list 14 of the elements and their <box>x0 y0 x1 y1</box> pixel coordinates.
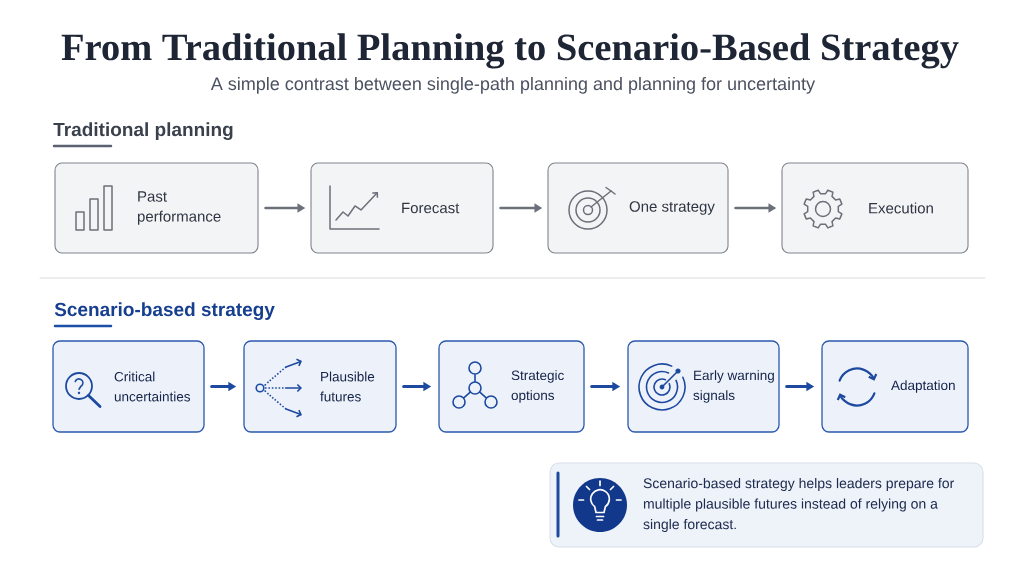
process-box: Forecast <box>310 162 494 254</box>
section-heading: Scenario-based strategy <box>54 302 275 321</box>
subtitle: A simple contrast between single-path planning and planning for uncertainty <box>210 76 816 94</box>
process-box: Past performance <box>54 162 259 254</box>
process-box: Plausible futures <box>243 340 397 433</box>
process-box: Critical uncertainties <box>52 340 205 433</box>
process-box: One strategy <box>547 162 729 254</box>
process-box: Execution <box>781 162 969 254</box>
process-box: Early warning signals <box>627 340 780 433</box>
process-box: Adaptation <box>821 340 969 433</box>
callout-box: Scenario-based strategy helps leaders prepare for multiple plausible futures instead of relying on a single forecast. <box>549 462 984 548</box>
section-heading: Traditional planning <box>53 122 233 141</box>
title: From Traditional Planning to Scenario-Based Strategy <box>61 33 959 69</box>
process-box: Strategic options <box>438 340 585 433</box>
